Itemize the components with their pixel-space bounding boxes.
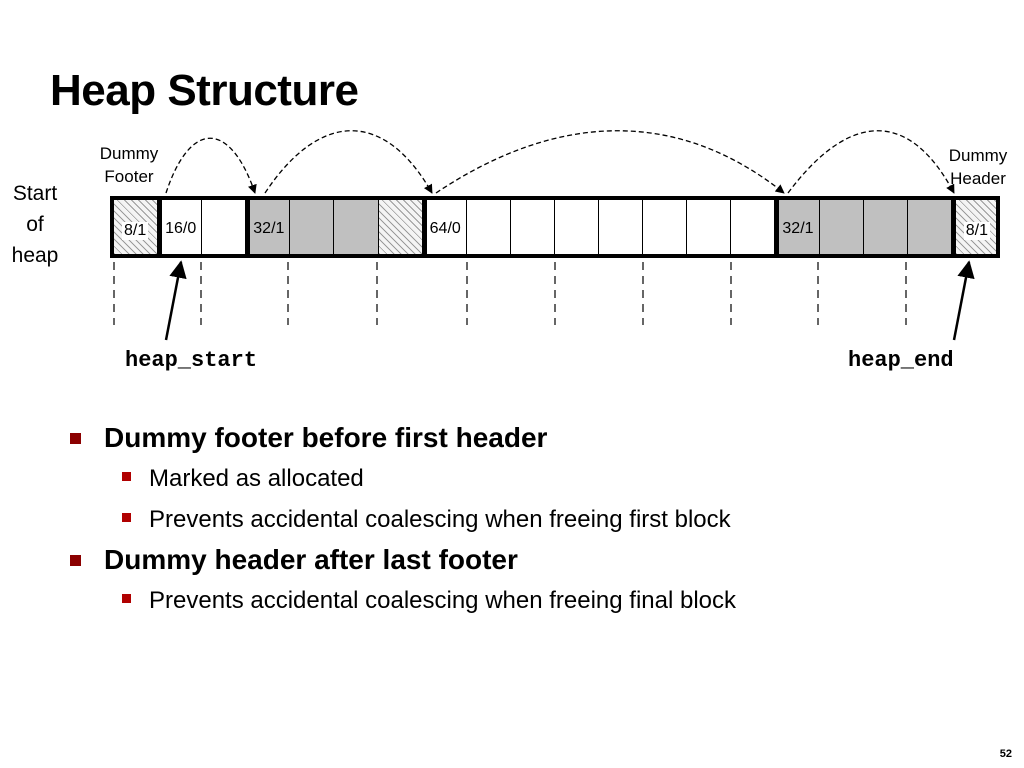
sub-bullet-item: Prevents accidental coalescing when free…	[66, 499, 736, 540]
bullet-square-icon	[70, 555, 81, 566]
allocated-block-header: 32/1	[775, 200, 820, 254]
heap-word	[863, 200, 908, 254]
block-size-label: 8/1	[122, 222, 149, 240]
heap-word	[687, 200, 732, 254]
start-of-heap-label: Start of heap	[11, 182, 59, 267]
heap-word	[555, 200, 600, 254]
bullet-item: Dummy footer before first header	[66, 418, 736, 458]
dummy-footer-label: Dummy Footer	[99, 144, 159, 186]
slide-title: Heap Structure	[50, 66, 359, 115]
arrow-block1-to-block2	[264, 130, 433, 194]
heap-word	[378, 200, 423, 254]
heap-start-label: heap_start	[125, 348, 258, 373]
heap-word	[334, 200, 379, 254]
pointer-arrows	[164, 260, 975, 341]
arrow-footer-to-block1	[165, 137, 257, 194]
heap-word	[467, 200, 511, 254]
block-size-label: 32/1	[253, 220, 285, 237]
sub-bullet-item: Marked as allocated	[66, 458, 736, 499]
dummy-header-block-header: 8/1	[951, 200, 996, 254]
heap-array: 8/1 16/0 32/1 64/0 32/1 8/1	[110, 196, 1000, 258]
sub-bullet-item: Prevents accidental coalescing when free…	[66, 580, 736, 621]
bullet-square-icon	[70, 433, 81, 444]
sub-bullet-text: Prevents accidental coalescing when free…	[149, 506, 731, 533]
heap-word	[202, 200, 247, 254]
bullet-text: Dummy header after last footer	[104, 544, 518, 575]
heap-word	[907, 200, 952, 254]
sub-bullet-square-icon	[122, 513, 131, 522]
block-size-label: 16/0	[165, 220, 197, 237]
page-number: 52	[999, 748, 1012, 760]
block-size-label: 8/1	[963, 222, 991, 240]
heap-end-pointer	[952, 260, 975, 341]
dummy-header-label: Dummy Header	[948, 146, 1008, 188]
traversal-arrows	[165, 130, 955, 194]
free-block-header: 16/0	[158, 200, 203, 254]
heap-word	[290, 200, 335, 254]
heap-word	[599, 200, 644, 254]
heap-word	[819, 200, 864, 254]
heap-word	[731, 200, 776, 254]
boundary-lines	[113, 262, 907, 325]
block-size-label: 32/1	[782, 220, 814, 237]
bullet-item: Dummy header after last footer	[66, 540, 736, 580]
sub-bullet-text: Prevents accidental coalescing when free…	[149, 587, 737, 614]
sub-bullet-square-icon	[122, 472, 131, 481]
heap-word	[511, 200, 555, 254]
heap-word	[643, 200, 688, 254]
block-size-label: 64/0	[429, 220, 461, 237]
heap-end-label: heap_end	[848, 348, 954, 373]
allocated-block-header: 32/1	[246, 200, 291, 254]
dummy-footer-block-header: 8/1	[114, 200, 159, 254]
arrow-block3-to-header	[787, 130, 955, 194]
heap-start-pointer	[164, 260, 187, 341]
sub-bullet-text: Marked as allocated	[149, 465, 364, 492]
bullet-text: Dummy footer before first header	[104, 422, 548, 453]
arrow-block2-to-block3	[435, 130, 785, 194]
free-block-header: 64/0	[422, 200, 467, 254]
sub-bullet-square-icon	[122, 594, 131, 603]
